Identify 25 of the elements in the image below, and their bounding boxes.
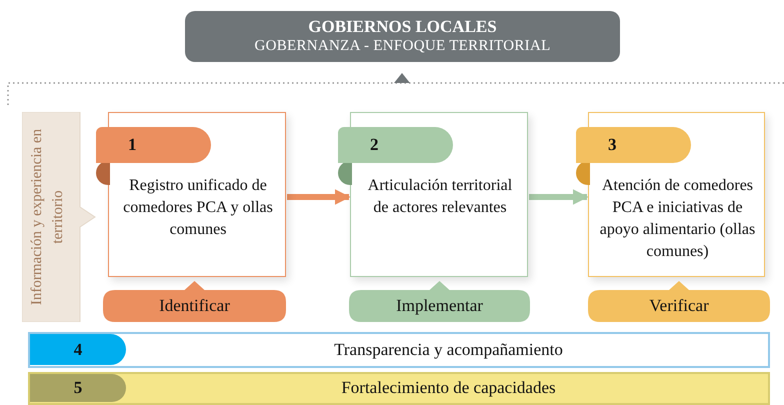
step-text: Atención de comedores PCA e iniciativas de apoyo alimentario (ollas comunes) [598,176,756,262]
panel-text: Información y experiencia en territorio [28,128,67,308]
step-text: Articulación territorial de actores relevantes [366,176,514,218]
header-subtitle: GOBERNANZA - ENFOQUE TERRITORIAL [254,37,551,56]
band-text: Fortalecimiento de capacidades [340,377,557,399]
stage-label: Identificar [158,295,231,317]
header-box [185,11,620,62]
side-panel [22,112,96,322]
stage-tag [349,281,530,322]
stage-label: Implementar [395,295,484,317]
stage-tag [103,281,286,322]
arrow [529,189,589,205]
arrow [287,189,351,205]
number-pill: 4 [30,334,126,365]
number-tab: 2 [338,127,453,163]
step-text: Registro unificado de comedores PCA y ollas comunes [123,176,273,240]
band [28,372,770,405]
number-pill: 5 [30,374,126,402]
stage-tag [588,281,770,322]
band [28,332,770,368]
number-tab: 1 [96,127,211,163]
number-tab: 3 [576,127,691,163]
band-text: Transparencia y acompañamiento [333,339,564,361]
stage-label: Verificar [648,295,710,317]
header-title: GOBIERNOS LOCALES [308,17,497,37]
